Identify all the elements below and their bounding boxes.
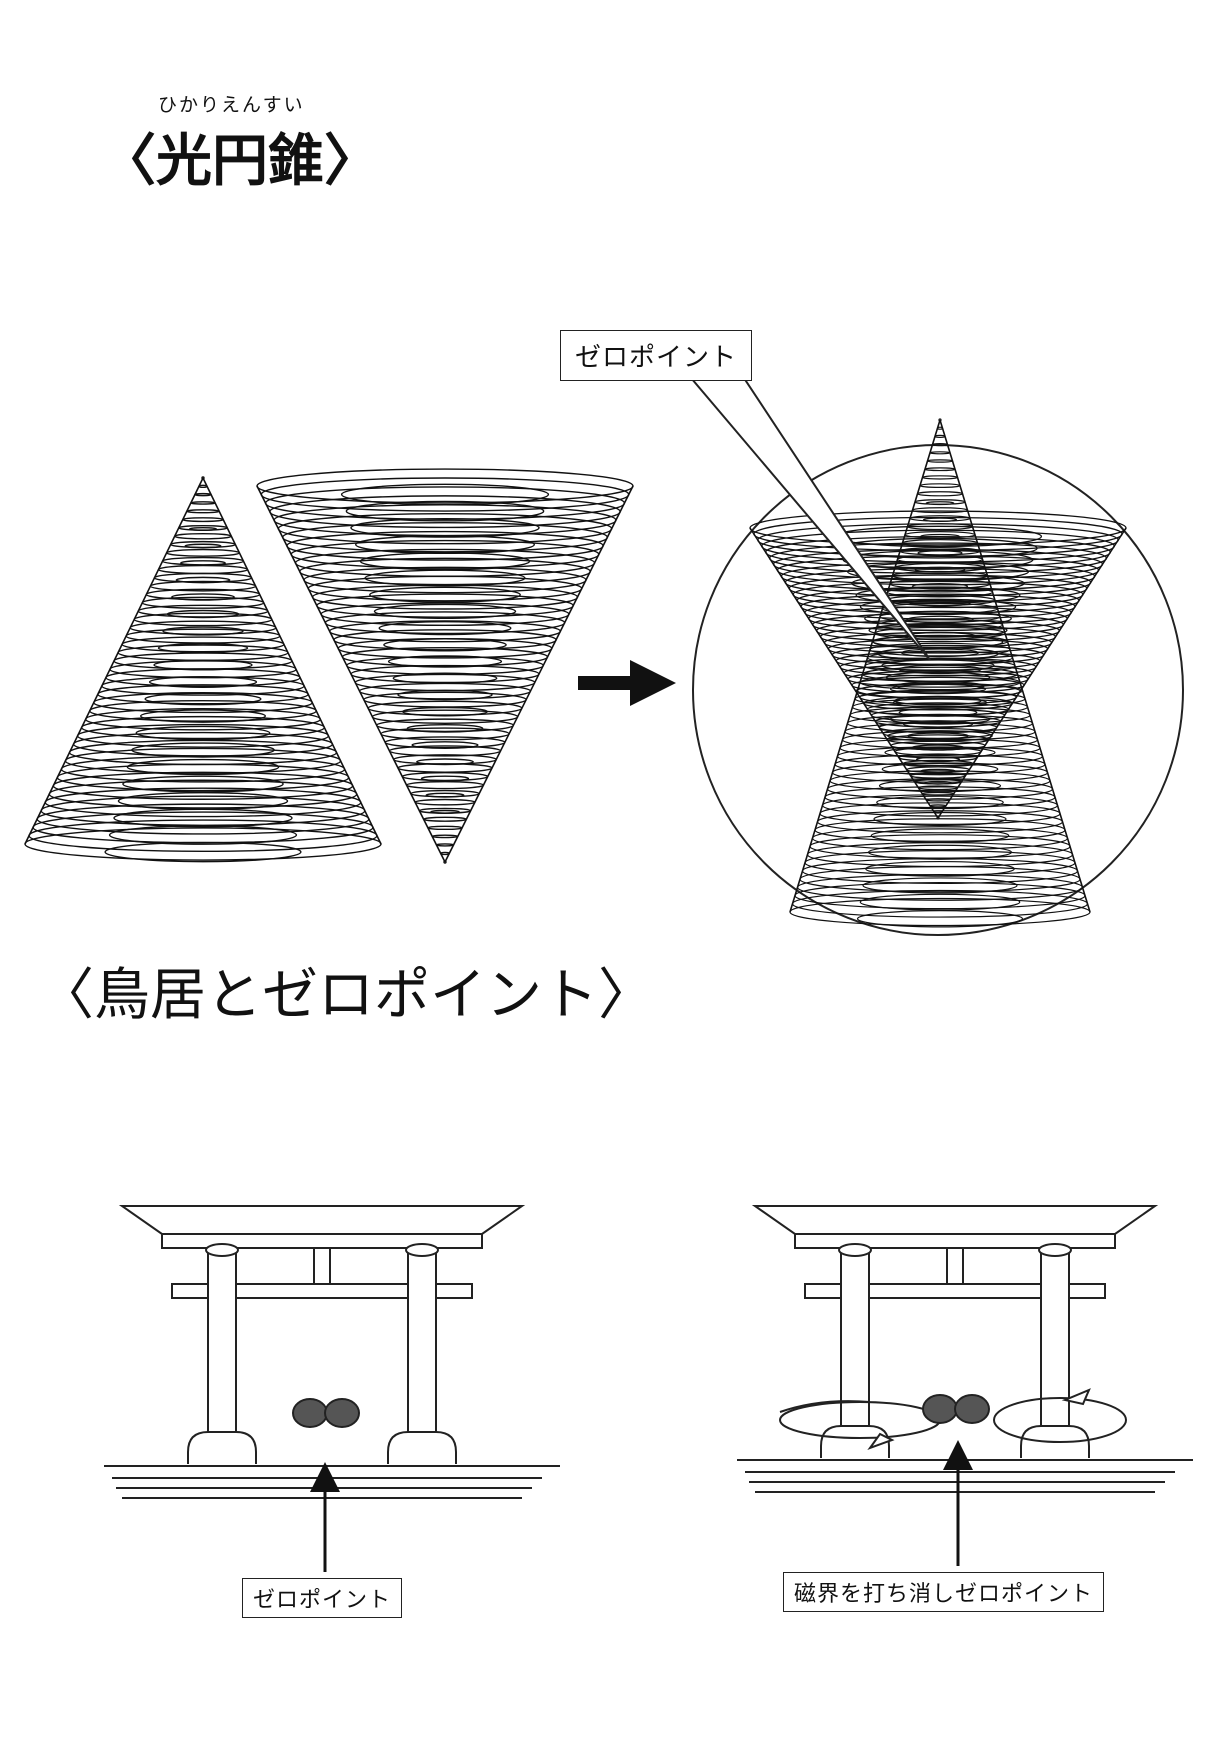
title-ruby: ひかりえんすい — [158, 94, 305, 116]
zero-point-left — [292, 1398, 360, 1428]
magnetic-swirls — [779, 1388, 1127, 1451]
merged-cones — [692, 418, 1184, 936]
torii-left — [104, 1205, 560, 1572]
zero-point-callout: ゼロポイント — [560, 330, 753, 381]
torii-right — [737, 1205, 1193, 1566]
zero-point-label-left: ゼロポイント — [242, 1578, 403, 1618]
merged-upward-cone — [789, 418, 1091, 928]
downward-light-cone — [256, 468, 634, 864]
zero-point-right — [922, 1394, 990, 1424]
torii-title: 〈鳥居とゼロポイント〉 — [38, 963, 654, 1028]
upward-light-cone — [24, 476, 382, 863]
zero-point-label-right: 磁界を打ち消しゼロポイント — [783, 1572, 1105, 1612]
transform-arrow — [578, 660, 676, 706]
light-cone-title: 〈光円錐〉 — [100, 129, 380, 194]
